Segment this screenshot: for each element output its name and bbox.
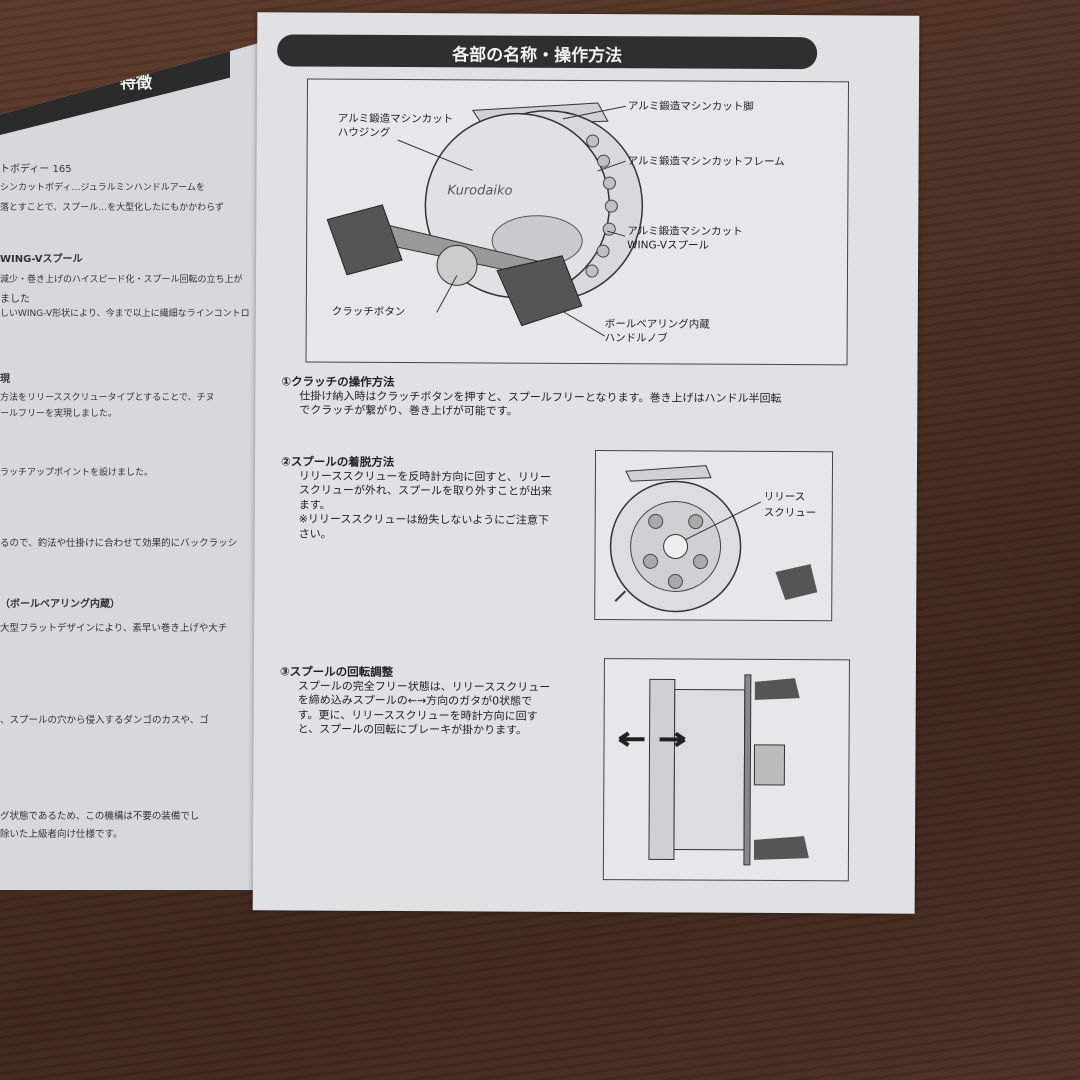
label-knob-1: ボールベアリング内蔵 bbox=[604, 318, 710, 331]
label-spool-2: WING-Vスプール bbox=[627, 239, 709, 252]
section-clutch: ①クラッチの操作方法 仕掛け納入時はクラッチボタンを押すと、スプールフリーとなり… bbox=[281, 374, 781, 420]
label-release-1: リリース bbox=[763, 490, 806, 504]
text-line: グ状態であるため、この機構は不要の装備でし bbox=[0, 811, 200, 822]
label-foot: アルミ鍛造マシンカット脚 bbox=[627, 100, 754, 113]
label-knob-2: ハンドルノブ bbox=[604, 332, 668, 345]
left-page: 特徴 トボディー 165 シンカットボディ…ジュラルミンハンドルアームを 落とす… bbox=[0, 40, 270, 890]
text-line: 、スプールの穴から侵入するダンゴのカスや、ゴ bbox=[0, 715, 209, 726]
page-header: 各部の名称・操作方法 bbox=[277, 34, 818, 70]
label-clutch: クラッチボタン bbox=[331, 305, 406, 319]
label-frame: アルミ鍛造マシンカットフレーム bbox=[627, 155, 785, 169]
brand-logo: Kurodaiko bbox=[447, 183, 513, 199]
label-housing-1: アルミ鍛造マシンカット bbox=[337, 112, 454, 126]
text-line: ※リリーススクリューは紛失しないようにご注意下 bbox=[298, 512, 549, 527]
text-line: しいWING-V形状により、今まで以上に繊細なラインコントロ bbox=[0, 309, 250, 319]
text-line: 大型フラットデザインにより、素早い巻き上げや大チ bbox=[0, 623, 228, 634]
reel-front-illustration bbox=[618, 674, 809, 866]
spool-removal-figure: リリース スクリュー bbox=[594, 450, 834, 622]
text-line: さい。 bbox=[298, 526, 332, 541]
text-line: でクラッチが繋がり、巻き上げが可能です。 bbox=[299, 403, 518, 418]
reel-illustration bbox=[326, 102, 644, 337]
reel-side-illustration bbox=[609, 465, 818, 613]
text-line: す。更に、リリーススクリューを時計方向に回す bbox=[297, 707, 538, 723]
section-spool-removal: ②スプールの着脱方法 リリーススクリューを反時計方向に回すと、リリー スクリュー… bbox=[281, 454, 553, 542]
spool-adjust-figure bbox=[602, 658, 850, 882]
text-line: シンカットボディ…ジュラルミンハンドルアームを bbox=[0, 183, 205, 193]
reel-parts-diagram: Kurodaiko アルミ鍛造マシンカット脚 アルミ鍛造マシンカットフレーム ア… bbox=[305, 78, 850, 366]
text-line: ールフリーを実現しました。 bbox=[0, 409, 118, 419]
text-line: 落とすことで、スプール…を大型化したにもかかわらず bbox=[0, 203, 224, 213]
text-line: ます。 bbox=[298, 497, 331, 512]
label-release-2: スクリュー bbox=[763, 506, 817, 520]
label-spool-1: アルミ鍛造マシンカット bbox=[627, 225, 743, 238]
text-line: 方法をリリーススクリュータイプとすることで、チヌ bbox=[0, 393, 215, 403]
text-line: 減少・巻き上げのハイスピード化・スプール回転の立ち上が bbox=[0, 275, 243, 285]
text-line: 現 bbox=[0, 374, 10, 385]
text-line: WING-Vスプール bbox=[0, 254, 83, 265]
text-line: と、スプールの回転にブレーキが掛かります。 bbox=[297, 722, 528, 737]
section-title: ③スプールの回転調整 bbox=[279, 664, 394, 679]
page-title: 各部の名称・操作方法 bbox=[452, 45, 623, 67]
text-line: リリーススクリューを反時計方向に回すと、リリー bbox=[298, 468, 551, 484]
text-line: トボディー 165 bbox=[0, 164, 72, 175]
text-line: スプールの完全フリー状態は、リリーススクリュー bbox=[297, 678, 551, 694]
label-housing-2: ハウジング bbox=[337, 126, 391, 139]
text-line: （ボールベアリング内蔵） bbox=[0, 599, 120, 610]
text-line: ました bbox=[0, 294, 30, 305]
section-spool-adjust: ③スプールの回転調整 スプールの完全フリー状態は、リリーススクリュー を締め込み… bbox=[280, 664, 551, 738]
right-page: 各部の名称・操作方法 Kurodaiko アルミ鍛造マシンカット脚 アルミ鍛造マ… bbox=[252, 12, 920, 914]
text-line: を締め込みスプールの←→方向のガタが0状態で bbox=[297, 693, 533, 708]
text-line: スクリューが外れ、スプールを取り外すことが出来 bbox=[298, 483, 552, 498]
text-line: るので、釣法や仕掛けに合わせて効果的にバックラッシ bbox=[0, 538, 238, 549]
text-line: ラッチアップポイントを設けました。 bbox=[0, 468, 154, 478]
section-title: ②スプールの着脱方法 bbox=[280, 454, 395, 469]
text-line: 除いた上級者向け仕様です。 bbox=[0, 829, 123, 840]
